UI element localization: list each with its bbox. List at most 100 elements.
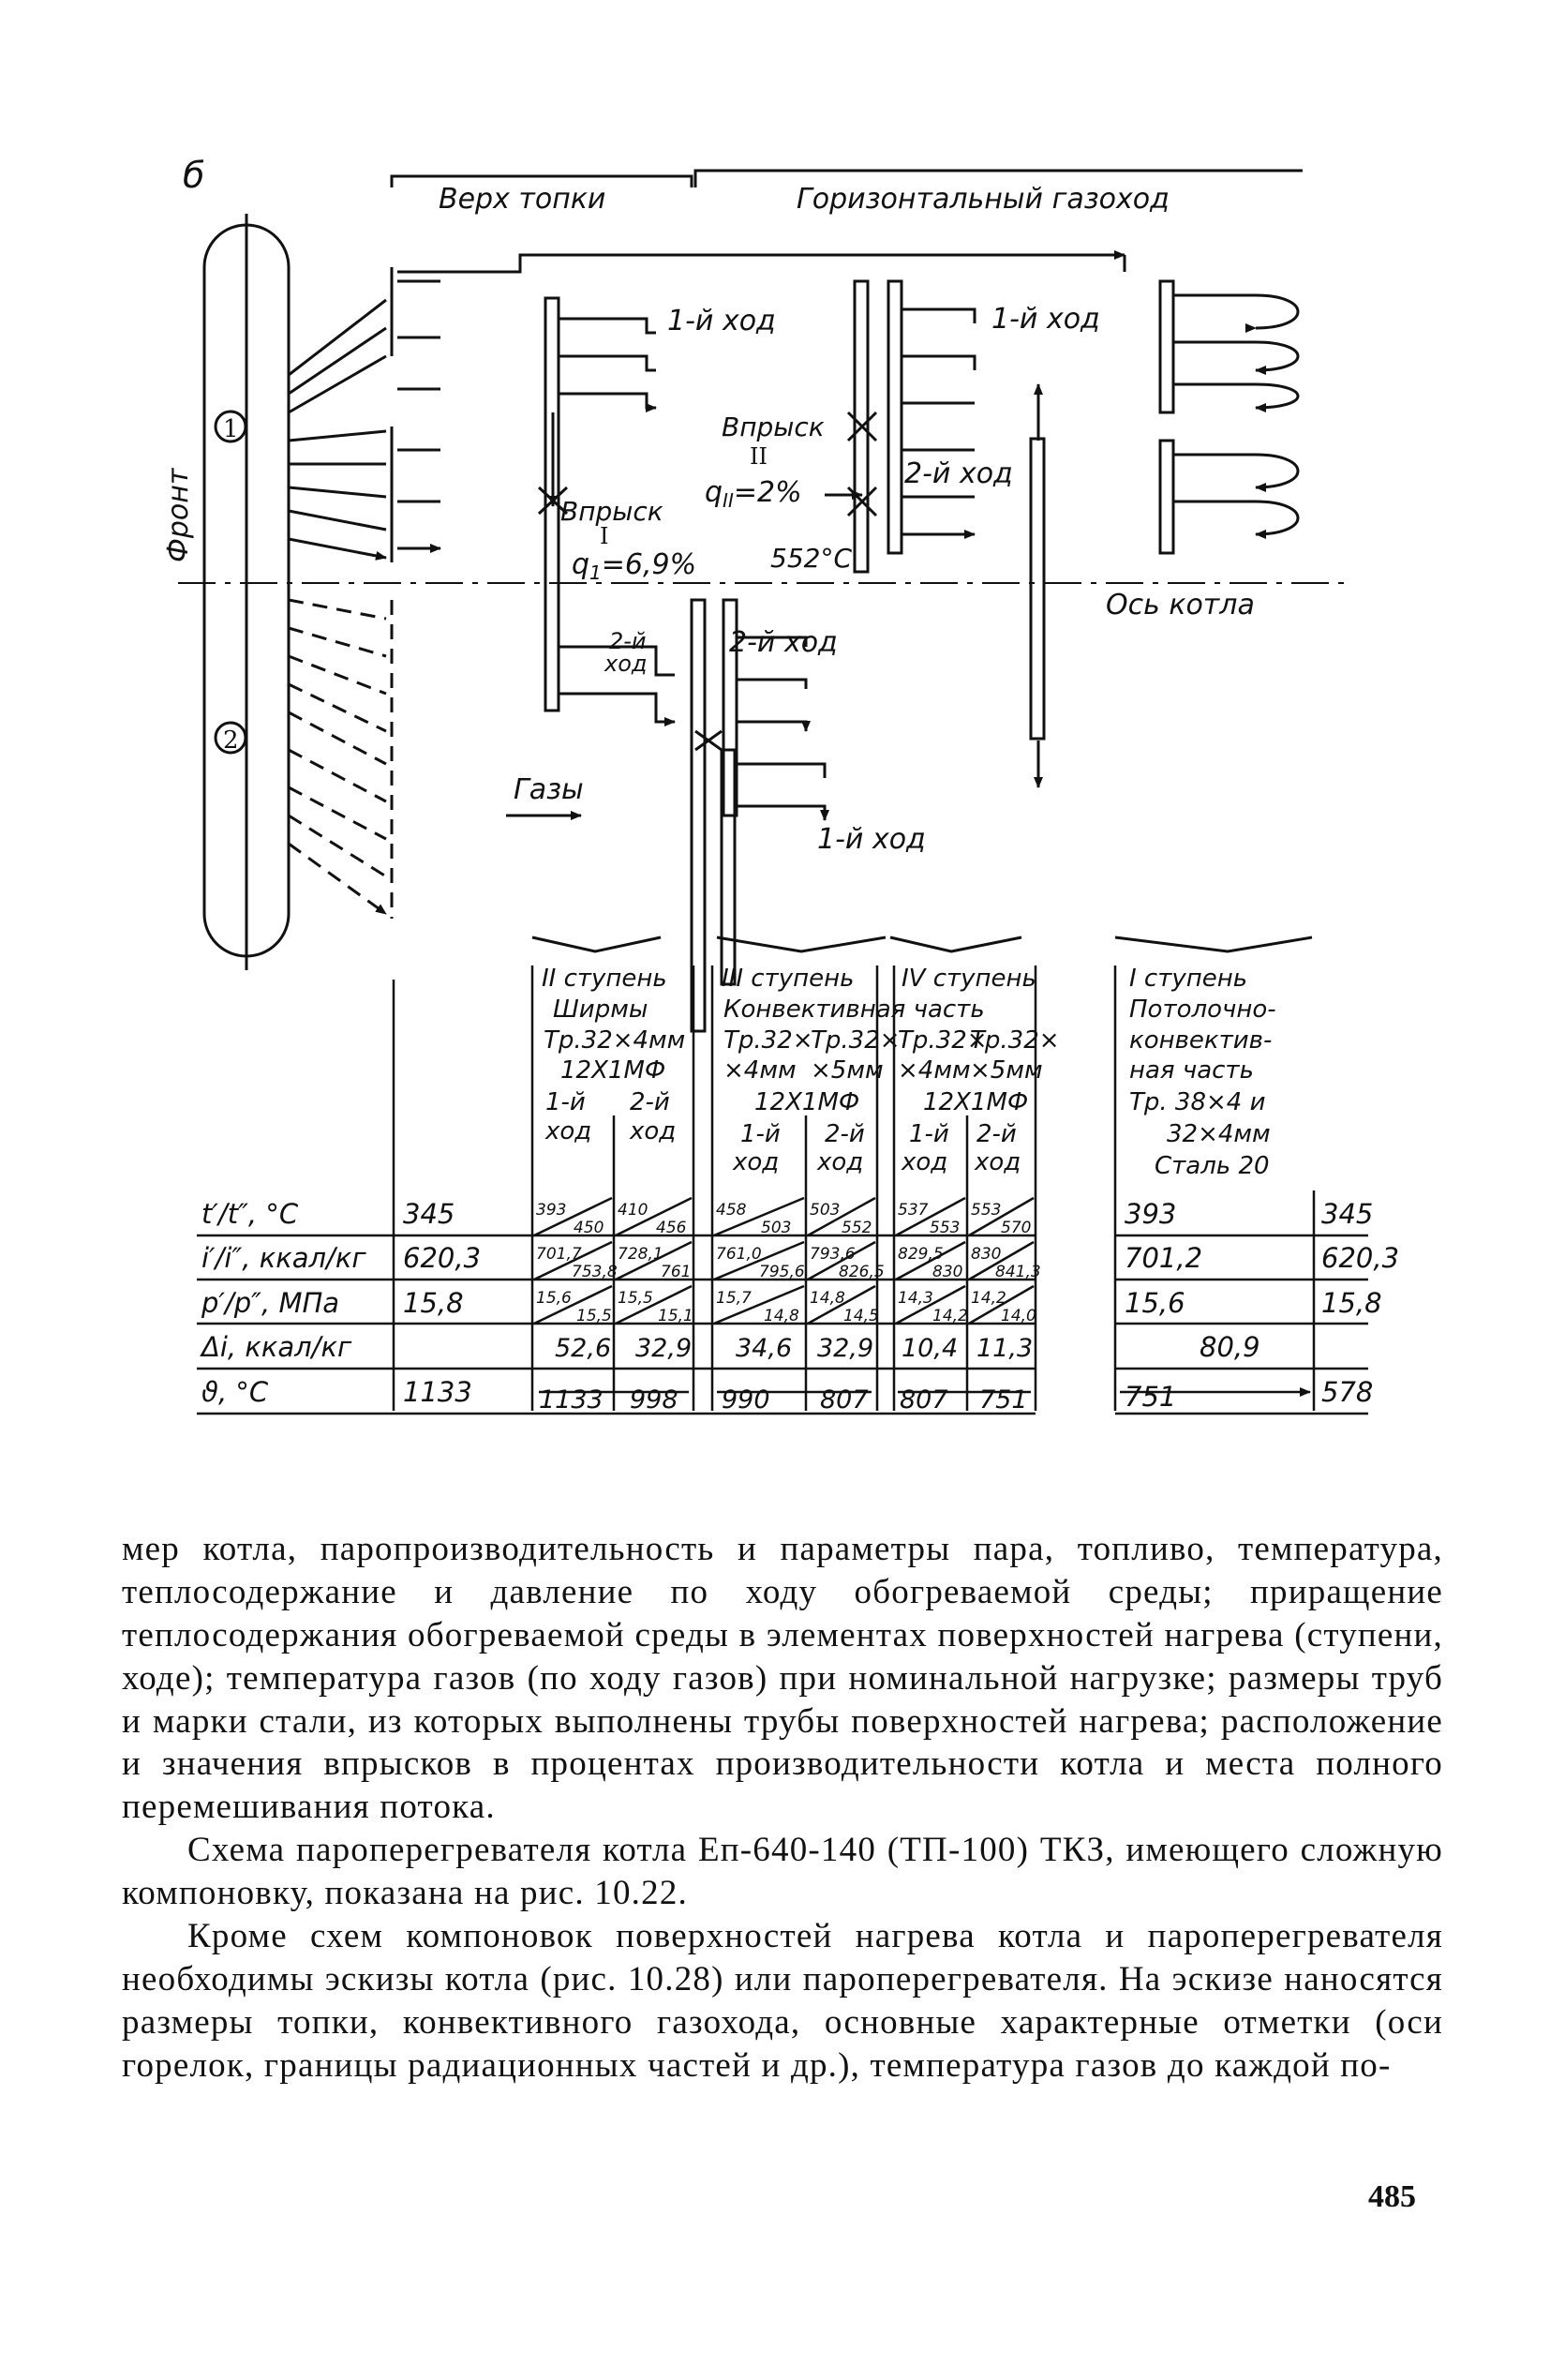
- drum-mark-2: [214, 721, 247, 755]
- row-label-gas: ϑ, °С: [201, 1376, 269, 1408]
- gas-s3p2: 807: [820, 1385, 869, 1415]
- inlet-temp: 345: [403, 1198, 455, 1230]
- s2p2-i-in: 728,1: [618, 1245, 663, 1264]
- s4p1-i-out: 830: [932, 1263, 962, 1281]
- stage1-temp: 393: [1125, 1198, 1176, 1230]
- stage3-steel: 12Х1МФ: [754, 1088, 859, 1116]
- stage2-pass2b: ход: [629, 1117, 676, 1145]
- s3p1-p-in: 15,7: [716, 1289, 752, 1308]
- row-label-temp: t′/t″, °С: [201, 1198, 299, 1230]
- stage3-tube-c: ×4мм: [723, 1056, 797, 1085]
- s3p2-i-out: 826,5: [839, 1263, 885, 1281]
- s4p2-i-in: 830: [971, 1245, 1001, 1264]
- s4p2-p-in: 14,2: [971, 1289, 1006, 1308]
- gas-s4p1: 807: [900, 1385, 948, 1415]
- s2p2-t-in: 410: [618, 1201, 648, 1220]
- s2p2-t-out: 456: [656, 1219, 687, 1237]
- pass-2-short-a: 2-й: [609, 628, 647, 654]
- s3p2-t-in: 503: [810, 1201, 840, 1220]
- delta-s4p2: 11,3: [976, 1334, 1033, 1363]
- s2p2-i-out: 761: [661, 1263, 691, 1281]
- s4p2-i-out: 841,3: [995, 1263, 1041, 1281]
- stage3-tube-a: Тр.32×: [723, 1026, 813, 1055]
- superheater-diagram: б Верх топки Горизонтальный газоход 1 2 …: [162, 155, 1399, 1415]
- stage1-delta: 80,9: [1200, 1331, 1260, 1363]
- pass-1-label-c: 1-й ход: [817, 823, 926, 856]
- gas-s2p2: 998: [630, 1385, 678, 1415]
- s3p2-i-in: 793,6: [810, 1245, 856, 1264]
- stage4-pass1: 1-й: [909, 1120, 949, 1148]
- s2p1-t-out: 450: [574, 1219, 604, 1237]
- s4p2-t-out: 570: [1001, 1219, 1031, 1237]
- stage1-line6: 32×4мм: [1167, 1120, 1271, 1148]
- s2p1-p-out: 15,5: [576, 1307, 612, 1325]
- stage4-tube-a: Тр.32×: [898, 1026, 988, 1055]
- stage4-tube-d: ×5мм: [970, 1056, 1043, 1085]
- outlet-gas: 578: [1321, 1376, 1373, 1408]
- stage1-pressure: 15,6: [1125, 1287, 1185, 1319]
- stage2-pass2: 2-й: [630, 1088, 670, 1116]
- stage2-steel: 12Х1МФ: [560, 1056, 665, 1085]
- s4p1-t-out: 553: [930, 1219, 960, 1237]
- paragraph-2: Схема пароперегревателя котла Еп-640-140…: [122, 1831, 1443, 1912]
- delta-s4p1: 10,4: [902, 1334, 958, 1363]
- s4p2-p-out: 14,0: [1001, 1307, 1036, 1325]
- stage1-line3: конвектив-: [1129, 1026, 1272, 1055]
- drum-mark-2-label: 2: [223, 726, 239, 755]
- s3p1-t-out: 503: [761, 1219, 791, 1237]
- pass-1-label-b: 1-й ход: [991, 303, 1100, 336]
- stage3-title: III ступень: [722, 965, 854, 993]
- injection-2-roman: II: [750, 443, 768, 470]
- stage3-tube-d: ×5мм: [811, 1056, 884, 1085]
- s4p1-p-out: 14,2: [932, 1307, 968, 1325]
- stage4-pass1b: ход: [901, 1148, 947, 1176]
- injection-1-title: Впрыск: [560, 496, 663, 527]
- s2p1-p-in: 15,6: [536, 1289, 572, 1308]
- row-label-pressure: p′/p″, МПа: [201, 1287, 339, 1319]
- injection-1-value: q1=6,9%: [572, 548, 696, 584]
- pass-2-label-b: 2-й ход: [904, 457, 1013, 490]
- outlet-temp: 345: [1321, 1198, 1373, 1230]
- injection-2-title: Впрыск: [722, 412, 825, 442]
- stage2-pass1b: ход: [544, 1117, 591, 1145]
- s3p2-p-out: 14,5: [843, 1307, 879, 1325]
- outlet-enthalpy: 620,3: [1321, 1242, 1399, 1274]
- stage3-pass2b: ход: [816, 1148, 863, 1176]
- pass-2-short-b: ход: [604, 651, 647, 677]
- s3p1-p-out: 14,8: [764, 1307, 799, 1325]
- s2p1-i-out: 753,8: [572, 1263, 618, 1281]
- paragraph-3: Кроме схем компоновок поверхностей нагре…: [122, 1916, 1443, 2085]
- stage1-gas: 751: [1125, 1381, 1176, 1413]
- page-number: 485: [1368, 2179, 1416, 2214]
- pass-1-label-a: 1-й ход: [667, 305, 776, 337]
- row-label-delta: Δi, ккал/кг: [200, 1331, 352, 1363]
- pass-2-label-a: 2-й ход: [729, 626, 838, 659]
- furnace-top-label: Верх топки: [439, 183, 605, 216]
- injection-2-value: qII=2%: [705, 476, 802, 512]
- stage4-tube-b: Тр.32×: [970, 1026, 1060, 1055]
- delta-s2p2: 32,9: [635, 1334, 692, 1363]
- row-label-enthalpy: i′/i″, ккал/кг: [201, 1242, 366, 1274]
- stage3-name: Конвективная часть: [723, 995, 985, 1024]
- stage4-title: IV ступень: [902, 965, 1036, 993]
- stage2-title: II ступень: [542, 965, 667, 993]
- injection-1-roman: I: [600, 523, 608, 549]
- stage4-pass2: 2-й: [976, 1120, 1017, 1148]
- s4p1-p-in: 14,3: [898, 1289, 933, 1308]
- stage1-title: I ступень: [1129, 965, 1247, 993]
- panel-letter: б: [183, 155, 204, 196]
- stage2-tube: Тр.32×4мм: [544, 1026, 685, 1055]
- s2p1-t-in: 393: [536, 1201, 566, 1220]
- s3p1-i-out: 795,6: [759, 1263, 805, 1281]
- s3p1-t-in: 458: [716, 1201, 747, 1220]
- s2p2-p-out: 15,1: [658, 1307, 693, 1325]
- stage3-tube-b: Тр.32×: [811, 1026, 901, 1055]
- stage4-pass2b: ход: [974, 1148, 1021, 1176]
- duct-bracket: [693, 169, 1303, 187]
- gas-s3p1: 990: [722, 1385, 770, 1415]
- s3p1-i-in: 761,0: [716, 1245, 762, 1264]
- stage1-line4: ная часть: [1129, 1056, 1254, 1085]
- body-text: мер котла, паропроизводительность и пара…: [122, 1528, 1443, 2087]
- stage2-pass1: 1-й: [545, 1088, 586, 1116]
- front-label: Фронт: [162, 467, 195, 562]
